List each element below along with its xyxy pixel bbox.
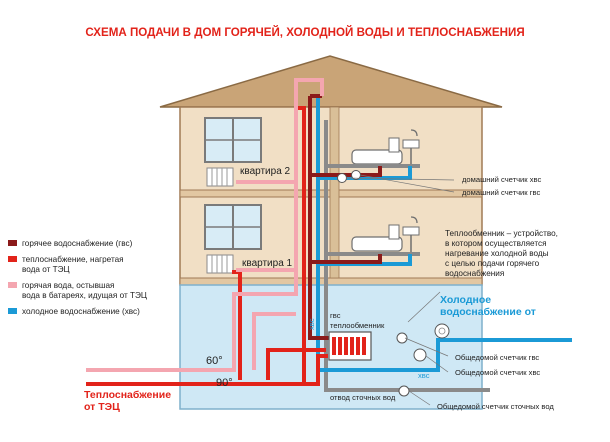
window-floor-2 [204, 117, 262, 163]
sink-floor-2-icon [402, 129, 420, 166]
legend-label: горячее водоснабжение (гвс) [22, 239, 133, 248]
heating-return-pipes [86, 78, 324, 372]
building-sewer-meter-label: Общедомой счетчик сточных вод [437, 402, 554, 411]
radiator-floor-1-icon [206, 254, 234, 274]
callout-lines [345, 174, 455, 406]
radiator-floor-2-icon [206, 167, 234, 187]
toilet-floor-1-icon [388, 224, 400, 240]
sewer-pipe-label: отвод сточных вод [330, 393, 396, 402]
legend-label: теплоснабжение, нагретая вода от ТЭЦ [22, 255, 126, 274]
legend-label: холодное водоснабжение (хвс) [22, 307, 140, 316]
building-cold-meter-icon [413, 348, 427, 362]
gvs-pipe-label: гвс [330, 311, 341, 320]
diagram-title: СХЕМА ПОДАЧИ В ДОМ ГОРЯЧЕЙ, ХОЛОДНОЙ ВОД… [85, 26, 524, 39]
toilet-floor-2-icon [388, 137, 400, 153]
legend-swatch-cold-water [8, 308, 17, 314]
bathtub-floor-1-icon [351, 236, 403, 252]
sewer-pipes [324, 120, 490, 392]
building-sewer-meter-icon [398, 385, 410, 397]
building-hot-meter-icon [396, 332, 408, 344]
cold-supply-label: Холодное водоснабжение от [440, 294, 536, 318]
xvs-vertical-label: хвс [307, 318, 316, 330]
home-cold-meter-label: домашний счетчик хвс [462, 175, 541, 184]
legend-swatch-hot-water [8, 240, 17, 246]
apartment-1-label: квартира 1 [242, 258, 293, 269]
apartment-2-label: квартира 2 [240, 166, 291, 177]
xvs-basement-label: хвс [418, 371, 430, 380]
temp-60-label: 60° [206, 355, 223, 367]
heat-exchanger-icon [328, 331, 372, 361]
interior-wall [329, 106, 340, 279]
legend-swatch-heating-supply [8, 256, 17, 262]
legend: горячее водоснабжение (гвс) теплоснабжен… [8, 239, 147, 316]
roof [159, 55, 503, 108]
legend-label: горячая вода, остывшая вода в батареях, … [22, 281, 147, 300]
home-cold-meter-icon [337, 173, 347, 183]
building-hot-meter-label: Общедомой счетчик гвс [455, 353, 539, 362]
heat-exchanger-label: теплообменник [330, 321, 385, 330]
heat-exchanger-description: Теплообменник – устройство, в котором ос… [445, 229, 560, 278]
sink-floor-1-icon [402, 216, 420, 253]
window-floor-1 [204, 204, 262, 250]
building-cold-meter-label: Общедомой счетчик хвс [455, 368, 540, 377]
temp-90-label: 90° [216, 377, 233, 389]
heating-supply-label: Теплоснабжение от ТЭЦ [84, 389, 174, 413]
floor-slab-1 [179, 277, 483, 286]
main-cold-meter-icon [434, 323, 450, 339]
home-hot-meter-label: домашний счетчик гвс [462, 188, 540, 197]
legend-swatch-heating-return [8, 282, 17, 288]
